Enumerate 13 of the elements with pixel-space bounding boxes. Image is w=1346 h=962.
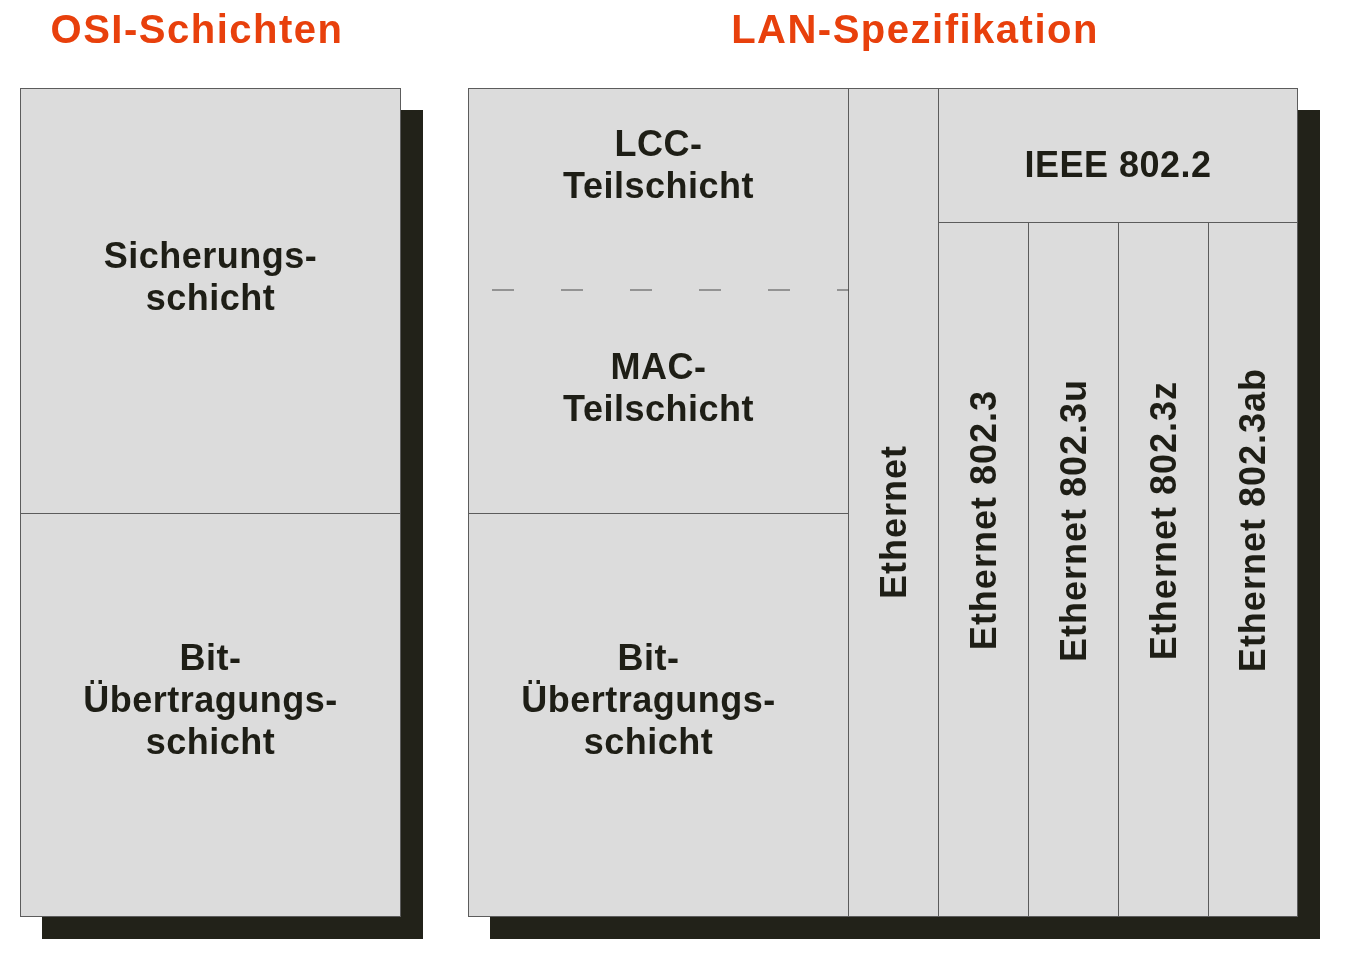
standard-name: Ethernet 802.3	[962, 390, 1005, 651]
layer-name: Bit- Übertragungs- schicht	[521, 637, 776, 763]
standard-name: Ethernet	[872, 445, 915, 600]
layer-name: Sicherungs- schicht	[103, 235, 318, 319]
layer-name: MAC- Teilschicht	[563, 346, 754, 430]
panel-heading: LAN-Spezifikation	[731, 9, 1099, 49]
standard-name: Ethernet 802.3z	[1142, 380, 1185, 661]
layer-name: LCC- Teilschicht	[563, 122, 754, 207]
standard-name: Ethernet 802.3ab	[1232, 368, 1274, 673]
panel-heading: OSI-Schichten	[50, 9, 344, 49]
standard-name: IEEE 802.2	[1024, 143, 1212, 186]
layer-name: Bit- Übertragungs- schicht	[83, 637, 338, 763]
standard-name: Ethernet 802.3u	[1052, 378, 1095, 663]
